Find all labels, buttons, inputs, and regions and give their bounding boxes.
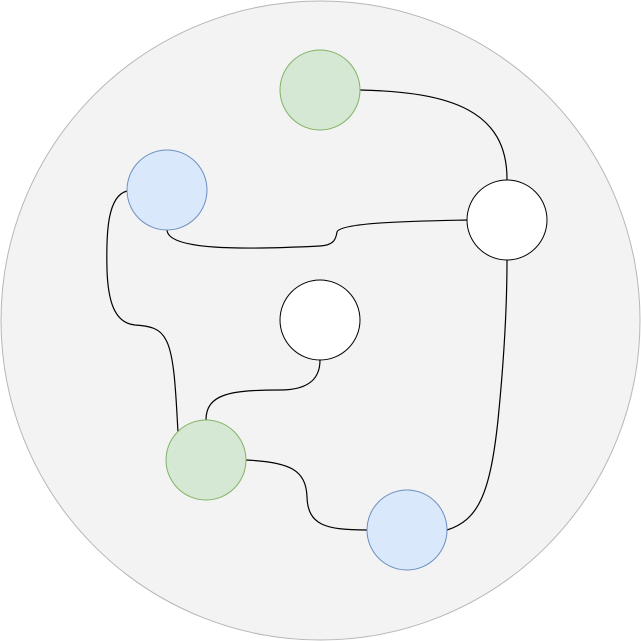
node-blue-left [126, 149, 208, 231]
node-green-top [279, 49, 361, 131]
node-white-center [279, 279, 361, 361]
edges-group [106, 89, 508, 531]
edge-blue-left-to-white-right [166, 219, 468, 249]
nodes-group [126, 49, 548, 571]
node-blue-bottom [366, 489, 448, 571]
node-white-right [466, 179, 548, 261]
node-green-bottom [165, 419, 247, 501]
edge-green-bottom-to-blue-bottom [245, 459, 368, 531]
edge-green-top-to-white-right [359, 89, 508, 182]
edge-blue-bottom-to-white-right [446, 259, 508, 531]
edge-blue-left-to-green-bottom [106, 190, 179, 433]
edge-white-center-to-green-bottom [205, 359, 321, 421]
